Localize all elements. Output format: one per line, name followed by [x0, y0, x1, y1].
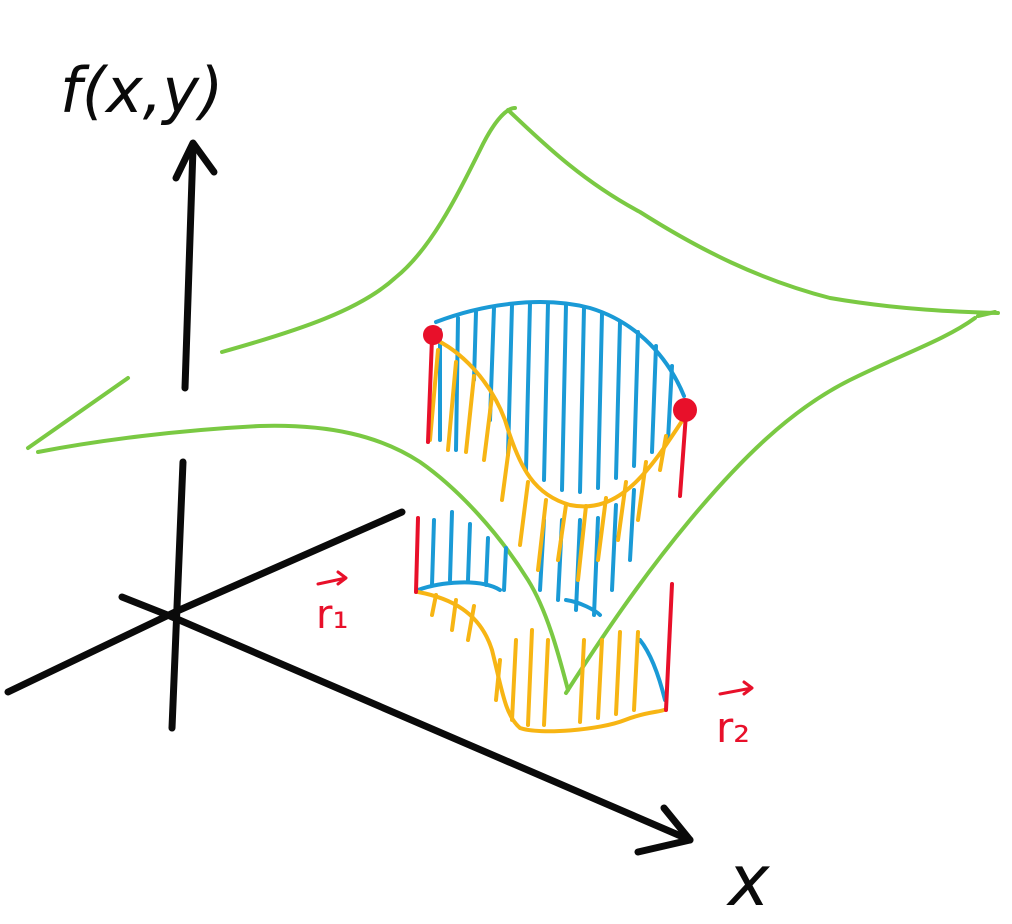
upper-base-curve: [416, 580, 502, 592]
upper-hatch-lines: [430, 301, 674, 617]
upper-curve: [434, 300, 686, 398]
z-axis-lower: [168, 458, 187, 732]
drop-line-r1-upper: [426, 336, 434, 444]
z-axis-arrowhead: [172, 139, 218, 182]
surface: [26, 106, 1000, 695]
x-axis-label: x: [726, 840, 770, 922]
label-r2: r₂: [716, 680, 754, 752]
surface-front-edge: [36, 423, 570, 692]
drop-line-r2-lower: [664, 582, 674, 712]
surface-top-edge: [220, 106, 517, 354]
point-r1: [423, 325, 443, 345]
y-axis: [4, 508, 406, 696]
drop-line-r1-lower: [414, 516, 420, 594]
z-axis-upper: [181, 144, 197, 392]
r1-vector-arrow: [316, 570, 348, 586]
r1-label-text: r₁: [316, 592, 348, 638]
surface-right-front-edge: [564, 316, 977, 695]
z-axis-label: f(x,y): [60, 54, 223, 127]
lower-curve: [430, 336, 686, 509]
lower-path-curtain: [416, 336, 686, 734]
label-r1: r₁: [316, 570, 348, 638]
surface-left-edge-short: [26, 376, 130, 450]
drop-lines: [414, 336, 688, 712]
x-axis-arrowhead: [634, 804, 694, 856]
x-axis: [118, 593, 694, 844]
upper-base-curve-far-right: [638, 638, 667, 702]
surface-right-notch: [976, 310, 997, 318]
surface-right-back-edge: [506, 108, 1000, 315]
r2-vector-arrow: [718, 680, 754, 696]
upper-base-curve-right: [564, 598, 602, 617]
axes: [4, 139, 694, 856]
drop-line-r2-upper: [678, 412, 688, 498]
lower-hatch-lines: [428, 348, 668, 727]
point-r2: [673, 398, 697, 422]
r2-label-text: r₂: [716, 703, 750, 752]
